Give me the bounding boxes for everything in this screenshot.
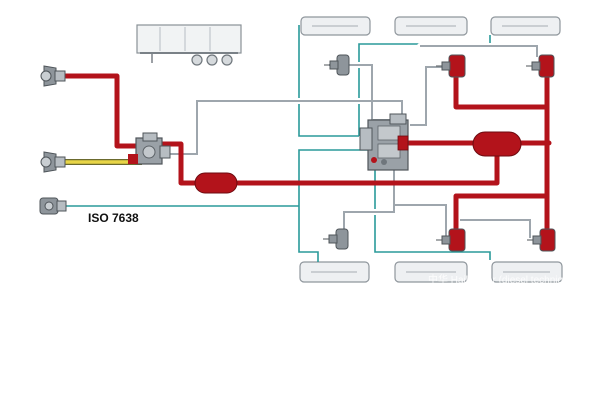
chamber-top-middle (436, 54, 466, 78)
watermark: 中华 Hailun car (diesel technique.) (428, 273, 580, 286)
emergency-relay-valve (128, 132, 171, 165)
coupling-head-yellow (40, 151, 66, 173)
chamber-top-left (324, 54, 350, 76)
ebs-modulator-valve (359, 113, 409, 171)
iso-7638-connector (39, 197, 67, 215)
chamber-top-right (526, 54, 555, 78)
reservoir-left (194, 172, 238, 194)
air-reservoirs (194, 131, 522, 194)
chamber-bottom-left (323, 228, 349, 250)
chamber-bottom-right (527, 228, 556, 252)
pneumatic-lines (63, 63, 552, 243)
coupling-head-red (40, 65, 66, 87)
trailer-icon (136, 24, 242, 66)
reservoir-right (472, 131, 522, 157)
iso-7638-label: ISO 7638 (88, 211, 139, 225)
brake-chambers (323, 54, 556, 252)
chamber-bottom-middle (436, 228, 466, 252)
